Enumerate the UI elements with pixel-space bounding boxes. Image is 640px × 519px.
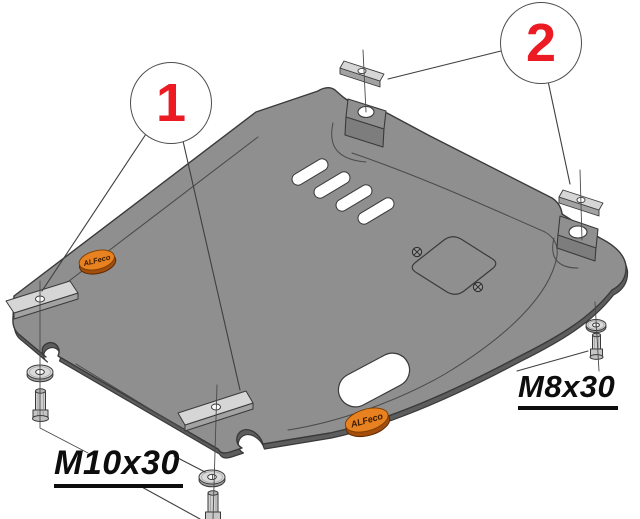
bolt-left — [32, 388, 49, 422]
mounting-strip-top — [339, 60, 385, 88]
engine-skid-plate — [12, 87, 627, 454]
vent-slots — [291, 158, 395, 225]
bolt-size-label-m8: M8x30 — [518, 369, 619, 410]
callout-number-2: 2 — [525, 13, 557, 73]
callout-leader-lines — [41, 50, 589, 519]
leader-balloon2-right-strip — [547, 80, 571, 185]
mounting-strip-bottom — [177, 390, 254, 432]
callout-balloon-2: 2 — [500, 2, 582, 84]
vent-slot — [291, 158, 329, 186]
brand-badge-left: ALFeco — [78, 249, 117, 275]
callout-number-1: 1 — [155, 73, 187, 133]
bolt-axis-lines — [39, 49, 600, 519]
leader-balloon1-left-strip — [41, 133, 147, 292]
vent-slot — [357, 197, 395, 225]
brand-badge-bottom: ALFeco — [344, 407, 391, 438]
leader-m10-washer — [173, 455, 206, 473]
vent-slot — [313, 171, 351, 199]
mounting-strip-left — [5, 280, 79, 320]
leader-m10-bolt — [139, 485, 201, 519]
strip-hole — [357, 67, 367, 75]
leader-m8-label — [516, 350, 589, 372]
callout-balloon-1: 1 — [130, 62, 212, 144]
bolt-size-label-m10: M10x30 — [54, 444, 183, 488]
tab-bolt-hole — [568, 225, 588, 239]
leader-balloon1-bottom-strip — [182, 140, 241, 391]
washer-bottom — [198, 469, 226, 488]
leader-balloon2-top-strip — [387, 50, 502, 80]
access-hatch — [411, 236, 497, 295]
bolt-right — [589, 332, 604, 360]
hatch-screw — [472, 281, 484, 293]
plate-bolt-tab-right — [556, 215, 599, 262]
oval-cutout — [337, 352, 411, 408]
vent-slot — [335, 184, 373, 212]
hatch-screw — [411, 246, 423, 258]
